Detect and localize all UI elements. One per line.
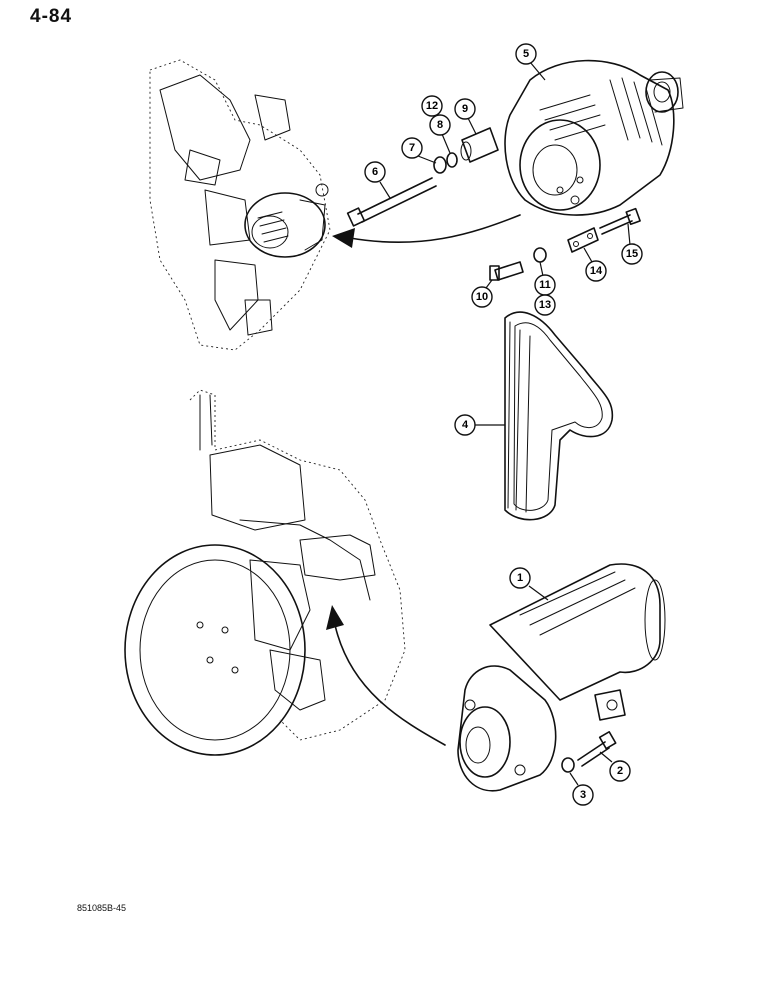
drive-belt-illustration	[504, 311, 614, 521]
callout-label-14: 14	[590, 265, 603, 277]
callout-label-1: 1	[517, 572, 523, 584]
alternator-adjust-hardware	[489, 207, 641, 281]
callout-1: 1	[509, 567, 549, 601]
callout-label-8: 8	[437, 119, 443, 131]
callout-label-11: 11	[539, 279, 551, 291]
callout-label-15: 15	[626, 248, 638, 260]
callout-5: 5	[515, 43, 546, 81]
callout-2: 2	[599, 751, 631, 782]
callout-6: 6	[364, 161, 391, 199]
callout-8: 8	[429, 114, 451, 154]
alternator-illustration	[504, 59, 684, 216]
starter-mount-hardware	[561, 731, 617, 773]
callout-4: 4	[454, 414, 505, 436]
figure-code: 851085B-45	[77, 903, 127, 913]
callout-label-2: 2	[617, 765, 623, 777]
callout-label-13: 13	[539, 299, 551, 311]
callout-label-7: 7	[409, 142, 415, 154]
callout-label-3: 3	[580, 789, 586, 801]
callout-label-4: 4	[462, 419, 469, 431]
alternator-pivot-hardware	[346, 127, 499, 227]
upper-engine-illustration	[149, 59, 331, 351]
callout-label-6: 6	[372, 166, 378, 178]
callout-label-12: 12	[426, 100, 438, 112]
callout-11: 11	[534, 261, 556, 296]
starter-motor-illustration	[457, 563, 666, 792]
callout-13: 13	[534, 294, 556, 316]
callout-label-5: 5	[523, 48, 529, 60]
callout-15: 15	[621, 223, 643, 265]
starter-location-arrow	[334, 624, 446, 746]
callout-10: 10	[471, 279, 493, 308]
lower-engine-illustration	[124, 389, 406, 756]
callout-label-9: 9	[462, 103, 468, 115]
page-number: 4-84	[30, 6, 73, 27]
callout-7: 7	[401, 137, 437, 164]
callout-9: 9	[454, 98, 477, 135]
callout-3: 3	[569, 772, 594, 806]
alternator-location-arrow	[349, 214, 521, 244]
callout-label-10: 10	[476, 291, 488, 303]
callout-14: 14	[583, 247, 607, 282]
callout-12: 12	[421, 95, 443, 117]
